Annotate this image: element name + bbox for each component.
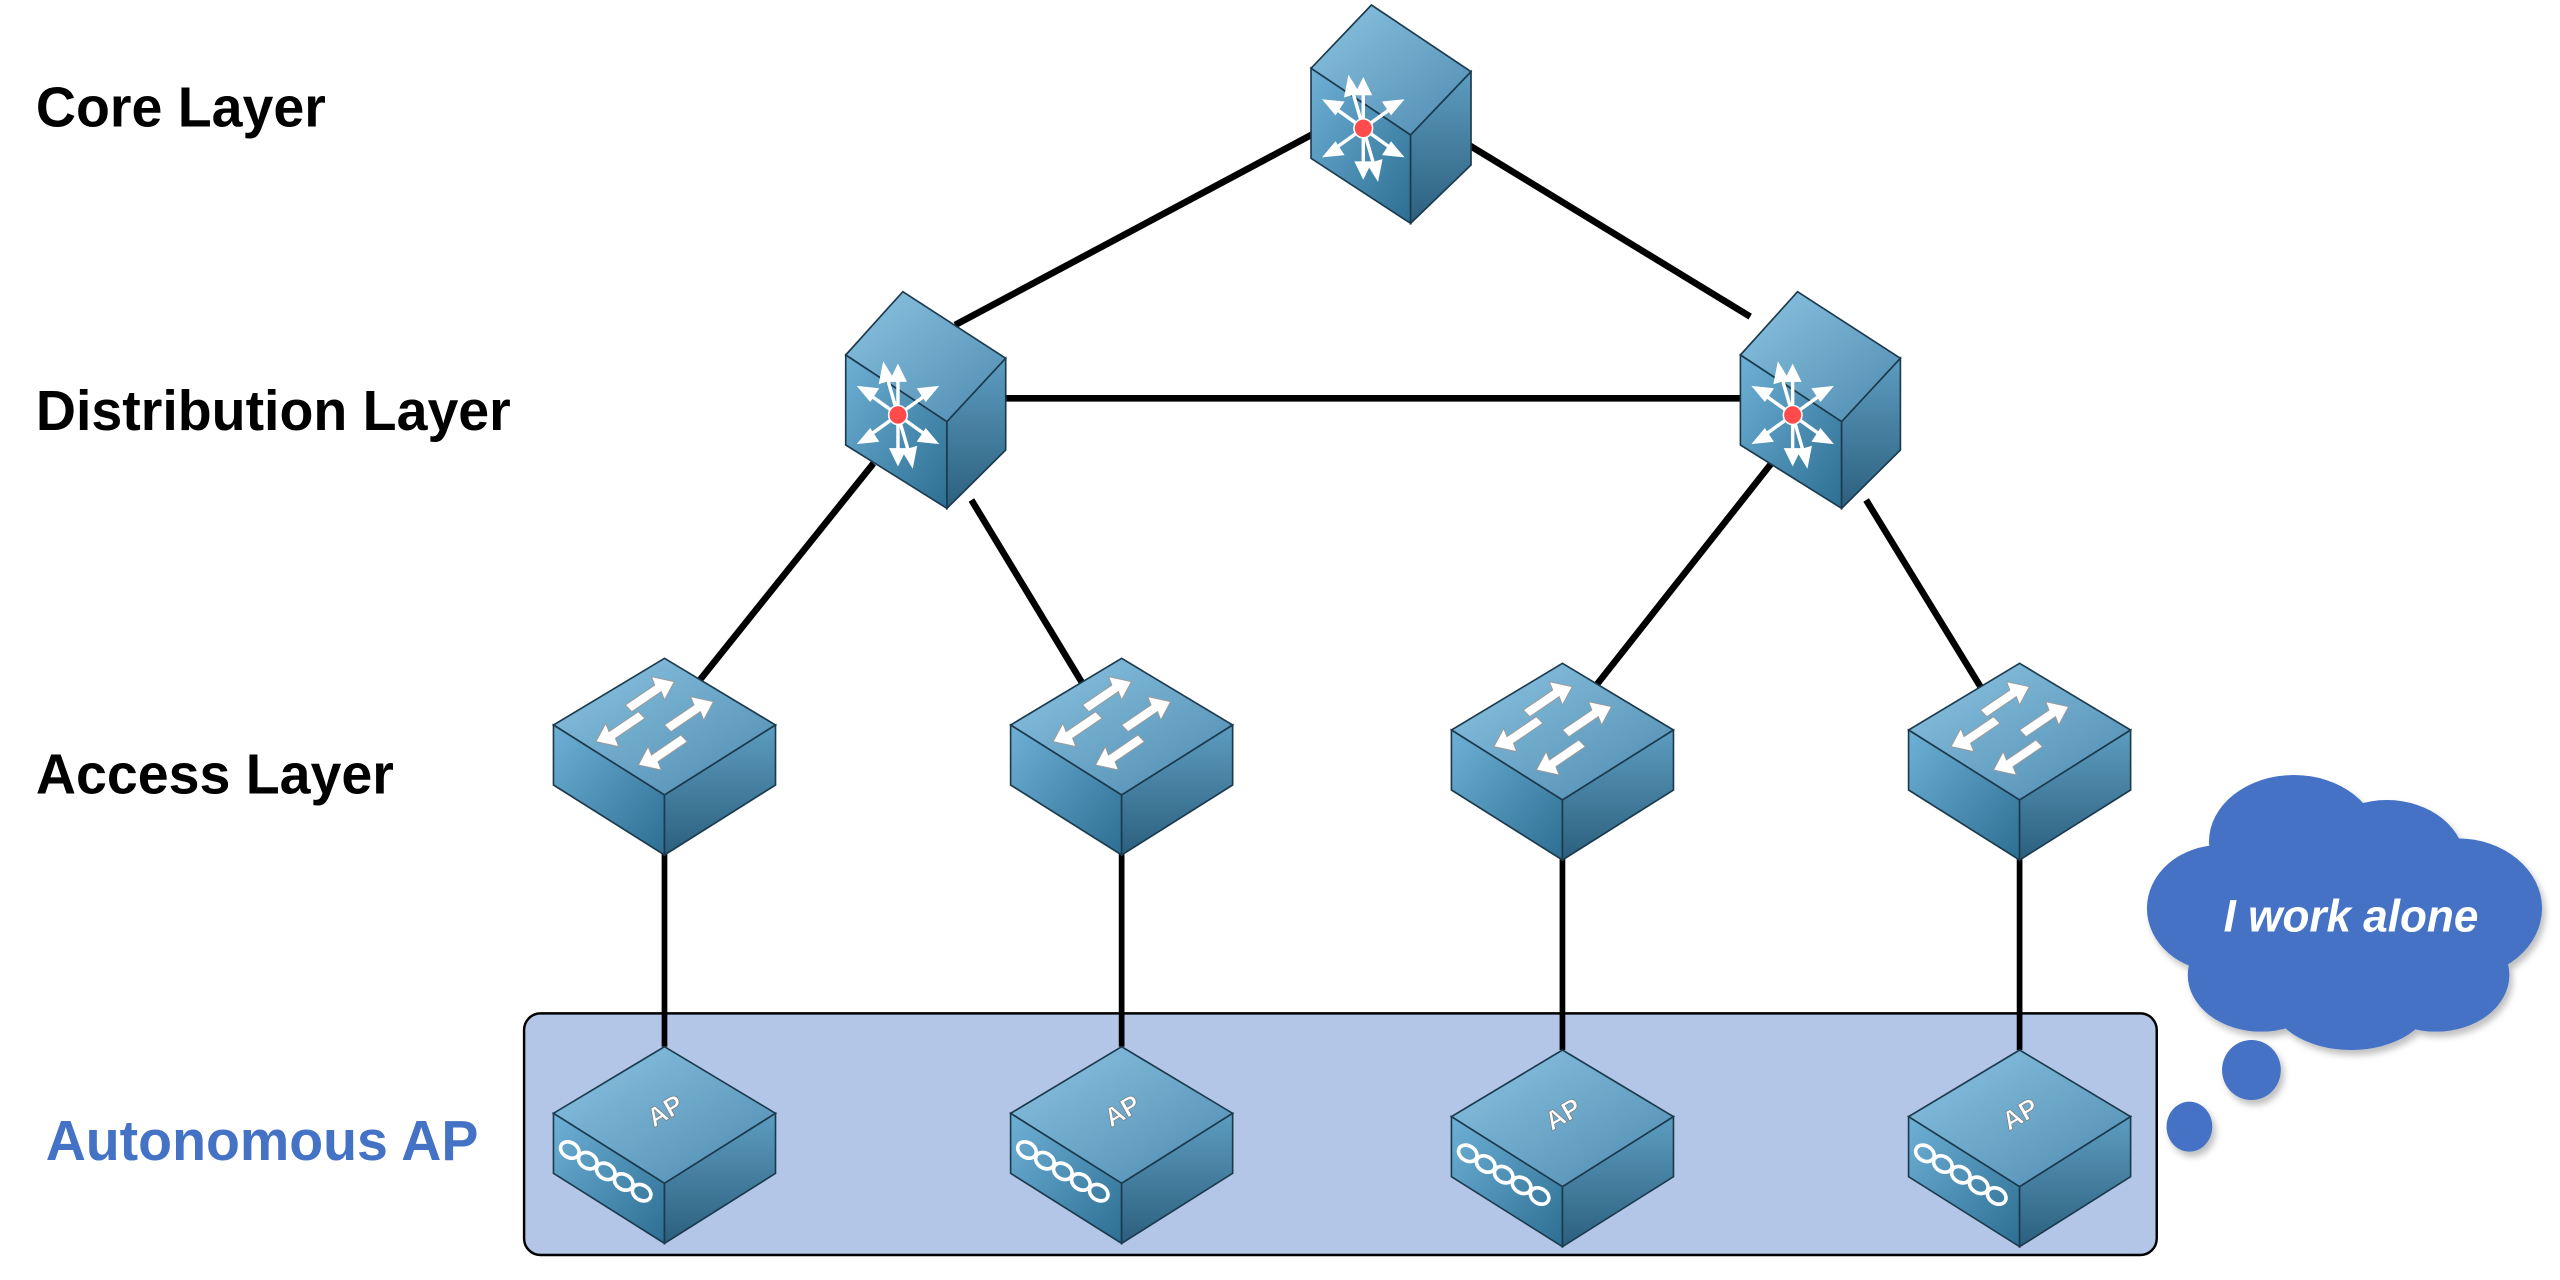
core-switch[interactable] bbox=[1309, 3, 1473, 226]
layer-label-core: Core Layer bbox=[36, 75, 326, 139]
access-switch-4[interactable] bbox=[1906, 662, 2133, 862]
layer2-switch-icon bbox=[595, 675, 715, 771]
ap-2[interactable]: AP bbox=[1009, 1045, 1235, 1245]
link-dist2-access4 bbox=[1863, 498, 1984, 689]
ap-3[interactable]: AP bbox=[1449, 1049, 1676, 1249]
chain-link-icon bbox=[1985, 1185, 2008, 1207]
access-switch-1[interactable] bbox=[551, 657, 778, 857]
thought-bubble: I work alone bbox=[2146, 775, 2543, 1152]
layer-label-access: Access Layer bbox=[36, 742, 394, 806]
link-dist1-access2 bbox=[968, 498, 1086, 686]
thought-dot-small bbox=[2166, 1101, 2213, 1152]
autonomous-ap-group bbox=[522, 1012, 2158, 1257]
ap-1[interactable]: AP bbox=[551, 1045, 778, 1245]
layer2-switch-icon bbox=[1052, 675, 1172, 771]
access-points: AP AP AP AP bbox=[551, 1045, 2133, 1249]
links bbox=[661, 130, 2023, 1050]
access-switch-2[interactable] bbox=[1009, 657, 1235, 857]
link-dist2-access3 bbox=[1592, 461, 1774, 689]
layer-label-autonomous-ap: Autonomous AP bbox=[46, 1108, 479, 1172]
link-core-dist2 bbox=[1464, 140, 1752, 320]
access-switch-3[interactable] bbox=[1449, 662, 1676, 862]
ap-4[interactable]: AP bbox=[1906, 1049, 2133, 1249]
distribution-switch-2[interactable] bbox=[1739, 290, 1902, 511]
layer2-switch-icon bbox=[1950, 680, 2070, 776]
link-dist1-access1 bbox=[694, 461, 876, 686]
layer-label-distribution: Distribution Layer bbox=[36, 378, 511, 442]
chain-link-icon bbox=[630, 1182, 653, 1203]
chain-link-icon bbox=[1087, 1182, 1110, 1203]
link-core-dist1 bbox=[953, 130, 1316, 328]
thought-bubble-text: I work alone bbox=[2224, 892, 2479, 942]
access-switches bbox=[551, 657, 2133, 862]
chain-link-icon bbox=[1528, 1185, 1551, 1207]
distribution-switch-1[interactable] bbox=[844, 290, 1007, 511]
thought-dot-large bbox=[2222, 1040, 2281, 1100]
layer2-switch-icon bbox=[1493, 680, 1613, 776]
